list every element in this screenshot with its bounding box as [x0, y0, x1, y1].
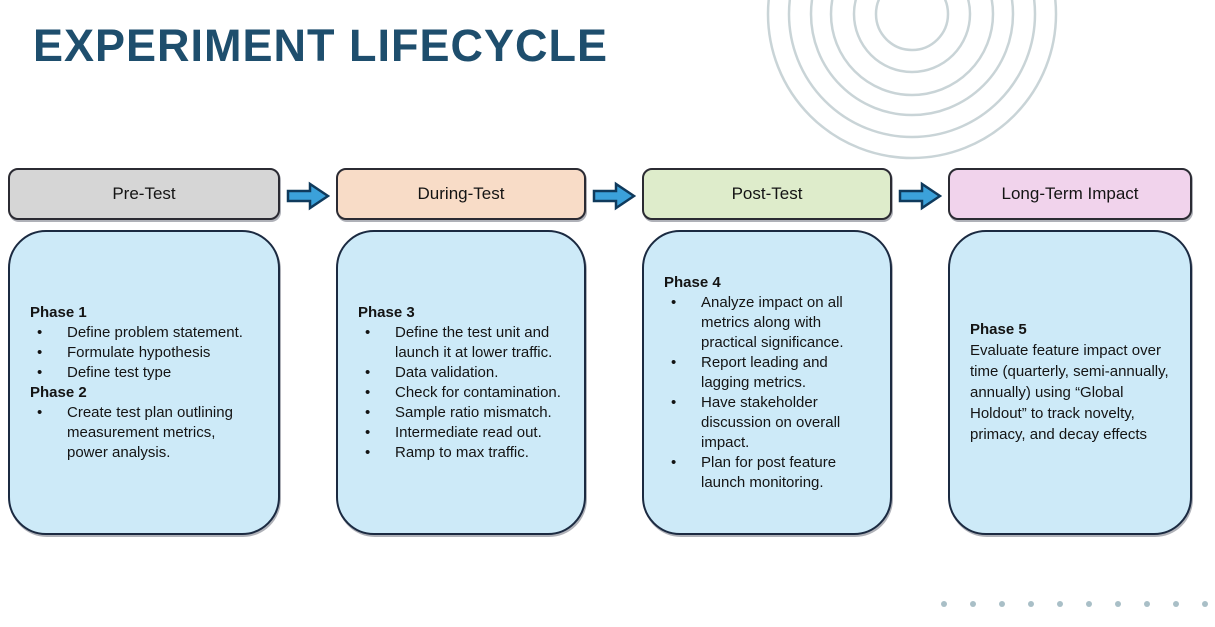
bullet-text: Define problem statement.: [67, 323, 243, 341]
bullet-text: Define test type: [67, 363, 172, 381]
bullet-text: Data validation.: [395, 363, 499, 381]
bullet-icon: •: [37, 323, 43, 341]
phase-heading: Phase 4: [664, 273, 721, 291]
bullet-icon: •: [365, 403, 371, 421]
dot-icon: [1202, 601, 1208, 607]
dot-icon: [1173, 601, 1179, 607]
phase-heading: Phase 3: [358, 303, 415, 321]
bullet-icon: •: [37, 343, 43, 361]
bullet-item: • Check for contamination.: [358, 383, 564, 403]
bullet-item: • Define problem statement.: [30, 323, 258, 343]
flow-arrow: [586, 168, 642, 211]
stage-header: During-Test: [336, 168, 586, 220]
bullet-icon: •: [671, 453, 677, 471]
bullet-item: • Analyze impact on all metrics along wit…: [664, 293, 870, 353]
stage-card: Phase 3 • Define the test unit and launch …: [336, 230, 586, 535]
phase-heading: Phase 5: [970, 321, 1027, 338]
bullet-icon: •: [365, 443, 371, 461]
ring: [766, 0, 1058, 160]
dot-icon: [1057, 601, 1063, 607]
dot-icon: [970, 601, 976, 607]
bullet-text: Formulate hypothesis: [67, 343, 211, 361]
bullet-item: • Data validation.: [358, 363, 564, 383]
stage-card: Phase 1 • Define problem statement. • Formul…: [8, 230, 280, 535]
concentric-rings-decoration: [766, 0, 1058, 160]
page-title: EXPERIMENT LIFECYCLE: [33, 20, 609, 71]
bullet-icon: •: [37, 403, 43, 421]
bullet-text: Analyze impact on all metrics along with…: [701, 293, 844, 351]
bullet-item: • Ramp to max traffic.: [358, 443, 564, 463]
dot-icon: [941, 601, 947, 607]
bullet-item: • Plan for post feature launch monitoring…: [664, 453, 870, 493]
ring: [874, 0, 950, 52]
bullet-item: • Intermediate read out.: [358, 423, 564, 443]
bullet-text: Intermediate read out.: [395, 423, 542, 441]
phase-heading: Phase 1: [30, 303, 87, 321]
stage-header: Post-Test: [642, 168, 892, 220]
right-arrow-icon: [592, 181, 636, 211]
bullet-text: Ramp to max traffic.: [395, 443, 529, 461]
flow-arrow: [280, 168, 336, 211]
bullet-icon: •: [671, 293, 677, 311]
bullet-item: • Have stakeholder discussion on overall …: [664, 393, 870, 453]
stage-header: Pre-Test: [8, 168, 280, 220]
bullet-text: Create test plan outlining measurement m…: [67, 403, 233, 461]
bullet-icon: •: [671, 353, 677, 371]
phase-heading: Phase 2: [30, 383, 87, 401]
stage-card: Phase 5 Evaluate feature impact over time…: [948, 230, 1192, 535]
bullet-text: Report leading and lagging metrics.: [701, 353, 828, 391]
dot-icon: [1115, 601, 1121, 607]
bullet-item: • Create test plan outlining measurement …: [30, 403, 258, 463]
stage-header: Long-Term Impact: [948, 168, 1192, 220]
dot-icon: [1086, 601, 1092, 607]
dot-icon: [1028, 601, 1034, 607]
right-arrow-icon: [898, 181, 942, 211]
bullet-text: Sample ratio mismatch.: [395, 403, 552, 421]
flow-arrow: [892, 168, 948, 211]
bullet-icon: •: [365, 383, 371, 401]
bullet-icon: •: [671, 393, 677, 411]
bullet-text: Have stakeholder discussion on overall i…: [701, 393, 841, 451]
right-arrow-icon: [286, 181, 330, 211]
ring: [829, 0, 995, 97]
bullet-icon: •: [365, 363, 371, 381]
phase-text: Evaluate feature impact over time (quart…: [970, 342, 1169, 443]
ring: [809, 0, 1015, 117]
bullet-item: • Define the test unit and launch it at l…: [358, 323, 564, 363]
bullet-text: Define the test unit and launch it at lo…: [395, 323, 553, 361]
bullet-item: • Formulate hypothesis: [30, 343, 258, 363]
dot-icon: [999, 601, 1005, 607]
stage-card: Phase 4 • Analyze impact on all metrics al…: [642, 230, 892, 535]
bullet-text: Plan for post feature launch monitoring.: [701, 453, 837, 491]
ring: [852, 0, 972, 74]
dot-icon: [1144, 601, 1150, 607]
bullet-icon: •: [365, 423, 371, 441]
bullet-item: • Report leading and lagging metrics.: [664, 353, 870, 393]
bullet-icon: •: [365, 323, 371, 341]
ring: [787, 0, 1037, 139]
bullet-icon: •: [37, 363, 43, 381]
bullet-item: • Sample ratio mismatch.: [358, 403, 564, 423]
bullet-text: Check for contamination.: [395, 383, 561, 401]
dots-decoration: [941, 601, 1208, 607]
bullet-item: • Define test type: [30, 363, 258, 383]
